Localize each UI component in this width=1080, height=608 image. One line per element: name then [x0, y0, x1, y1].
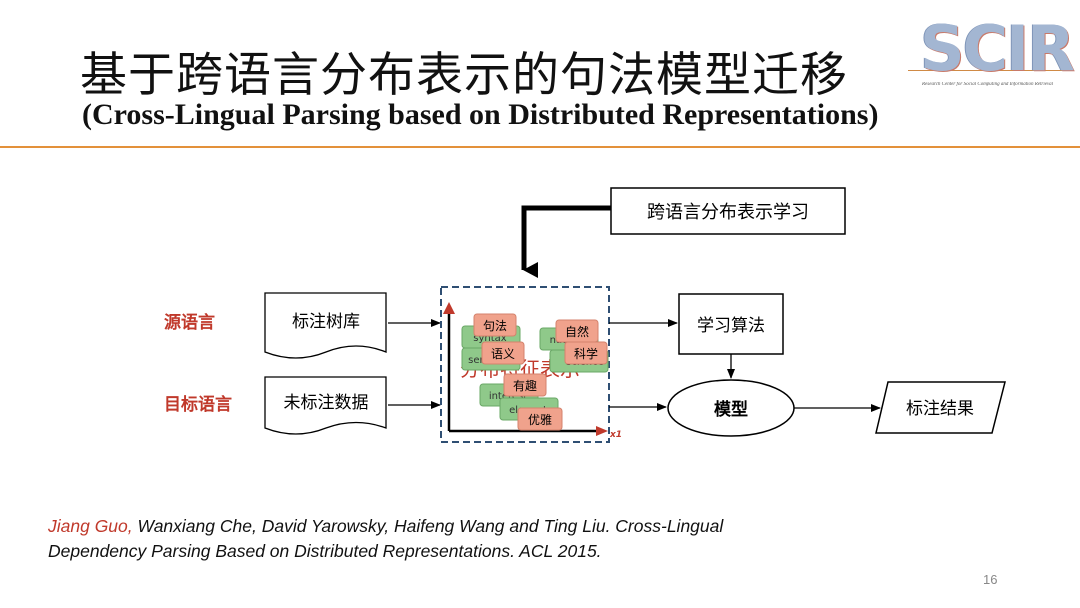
- logo-divider: [908, 70, 1068, 71]
- target-language-label: 目标语言: [164, 394, 232, 415]
- learning-algorithm-box: [678, 293, 784, 355]
- svg-text:syntax: syntax: [473, 333, 507, 344]
- thick-arrow: [521, 205, 611, 278]
- card-jufa: 句法: [473, 313, 517, 337]
- result-box: [875, 381, 1006, 434]
- x-axis-arrowhead: [596, 426, 608, 436]
- citation-first-author: Jiang Guo,: [48, 516, 133, 536]
- parsing-diagram: 跨语言分布表示学习 源语言 目标语言 标注树库 未标注数据 分布特征表示 x1 …: [164, 187, 1006, 443]
- svg-text:自然: 自然: [565, 324, 589, 339]
- page-number: 16: [983, 572, 998, 587]
- source-language-label: 源语言: [164, 312, 215, 333]
- card-youya: 优雅: [517, 407, 563, 431]
- card-yuyi: 语义: [481, 341, 525, 365]
- svg-text:科学: 科学: [574, 346, 598, 361]
- citation-line2: Dependency Parsing Based on Distributed …: [48, 541, 602, 561]
- card-ziran: 自然: [555, 319, 599, 343]
- cross-lingual-learning-label: 跨语言分布表示学习: [647, 202, 809, 223]
- svg-text:有趣: 有趣: [513, 378, 537, 393]
- learning-algorithm-label: 学习算法: [697, 316, 765, 336]
- unlabeled-data-label: 未标注数据: [284, 393, 369, 413]
- treebank-label: 标注树库: [292, 312, 360, 332]
- svg-text:语义: 语义: [491, 347, 515, 361]
- treebank-document: [264, 292, 387, 359]
- title-divider: [0, 146, 1080, 148]
- svg-text:优雅: 优雅: [528, 412, 552, 427]
- card-kexue: 科学: [564, 341, 608, 365]
- scir-logo: SCIR Research Center for Social Computin…: [908, 8, 1075, 90]
- page-subtitle: (Cross-Lingual Parsing based on Distribu…: [82, 98, 879, 131]
- result-label: 标注结果: [906, 399, 974, 419]
- page-title: 基于跨语言分布表示的句法模型迁移: [80, 48, 848, 103]
- card-youqu: 有趣: [503, 373, 547, 397]
- x-axis-label: x1: [609, 430, 622, 440]
- citation: Jiang Guo, Wanxiang Che, David Yarowsky,…: [48, 514, 868, 564]
- logo-text: SCIR: [920, 12, 1075, 85]
- svg-text:句法: 句法: [483, 319, 507, 333]
- cross-lingual-learning-box: [610, 187, 846, 235]
- logo-subtitle: Research Center for Social Computing and…: [922, 82, 1054, 87]
- y-axis-arrowhead: [443, 302, 455, 314]
- model-label: 模型: [714, 399, 748, 420]
- citation-line1: Wanxiang Che, David Yarowsky, Haifeng Wa…: [132, 516, 724, 536]
- unlabeled-data-document: [264, 376, 387, 435]
